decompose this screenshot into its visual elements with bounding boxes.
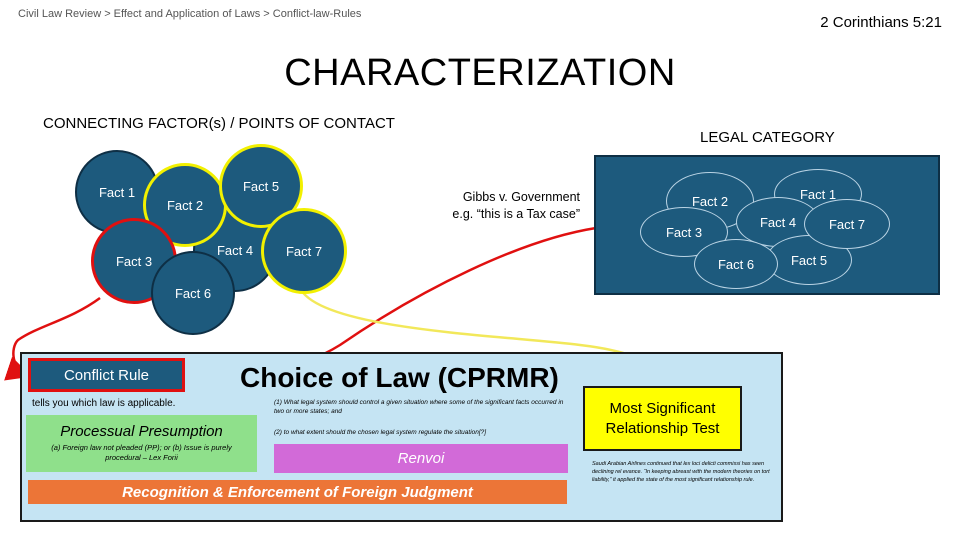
renvoi-box: Renvoi bbox=[274, 444, 568, 473]
fact-3-label: Fact 3 bbox=[115, 253, 153, 269]
recognition-box: Recognition & Enforcement of Foreign Jud… bbox=[28, 480, 567, 504]
fact-7-circle: Fact 7 bbox=[261, 208, 347, 294]
breadcrumb: Civil Law Review > Effect and Applicatio… bbox=[18, 8, 362, 20]
msr-line-1: Most Significant bbox=[609, 399, 716, 417]
fact-5-label: Fact 5 bbox=[242, 178, 280, 194]
connecting-factors-heading: CONNECTING FACTOR(s) / POINTS OF CONTACT bbox=[43, 115, 395, 132]
legal-fact-2-label: Fact 2 bbox=[691, 193, 729, 209]
legal-fact-5-label: Fact 5 bbox=[790, 252, 828, 268]
legal-category-box: Fact 2 Fact 1 Fact 3 Fact 4 Fact 5 Fact … bbox=[594, 155, 940, 295]
legal-category-heading: LEGAL CATEGORY bbox=[700, 129, 835, 146]
question-2: (2) to what extent should the chosen leg… bbox=[274, 429, 487, 436]
fact-2-circle: Fact 2 bbox=[143, 163, 227, 247]
verse-reference: 2 Corinthians 5:21 bbox=[820, 14, 942, 31]
gibbs-line-1: Gibbs v. Government bbox=[462, 190, 580, 204]
fact-6-circle: Fact 6 bbox=[151, 251, 235, 335]
gibbs-line-2: e.g. “this is a Tax case” bbox=[452, 207, 580, 221]
processual-subtext: (a) Foreign law not pleaded (PP); or (b)… bbox=[51, 443, 232, 462]
processual-presumption-box: Processual Presumption (a) Foreign law n… bbox=[26, 415, 257, 472]
fact-6-label: Fact 6 bbox=[174, 285, 212, 301]
conflict-rule-description: tells you which law is applicable. bbox=[32, 398, 176, 409]
legal-fact-7-label: Fact 7 bbox=[828, 216, 866, 232]
legal-fact-7: Fact 7 bbox=[804, 199, 890, 249]
fact-1-label: Fact 1 bbox=[98, 184, 136, 200]
processual-heading: Processual Presumption bbox=[60, 423, 223, 440]
legal-fact-6-label: Fact 6 bbox=[717, 256, 755, 272]
legal-fact-6: Fact 6 bbox=[694, 239, 778, 289]
legal-fact-1-label: Fact 1 bbox=[799, 186, 837, 202]
choice-of-law-title: Choice of Law (CPRMR) bbox=[240, 362, 559, 393]
red-curve-fact3-to-conflict bbox=[4, 296, 101, 381]
fact-2-label: Fact 2 bbox=[166, 197, 204, 213]
legal-fact-4-label: Fact 4 bbox=[759, 214, 797, 230]
conflict-rule-box: Conflict Rule bbox=[28, 358, 185, 392]
legal-fact-3-label: Fact 3 bbox=[665, 224, 703, 240]
slide-title: CHARACTERIZATION bbox=[284, 52, 676, 94]
fact-4-label: Fact 4 bbox=[216, 242, 254, 258]
question-1: (1) What legal system should control a g… bbox=[274, 399, 564, 415]
fact-7-label: Fact 7 bbox=[285, 243, 323, 259]
gibbs-note: Gibbs v. Government e.g. “this is a Tax … bbox=[430, 189, 580, 223]
most-significant-relationship-box: Most Significant Relationship Test bbox=[583, 386, 742, 451]
msr-line-2: Relationship Test bbox=[605, 419, 720, 437]
saudi-airlines-note: Saudi Arabian Airlines continued that le… bbox=[592, 461, 770, 483]
